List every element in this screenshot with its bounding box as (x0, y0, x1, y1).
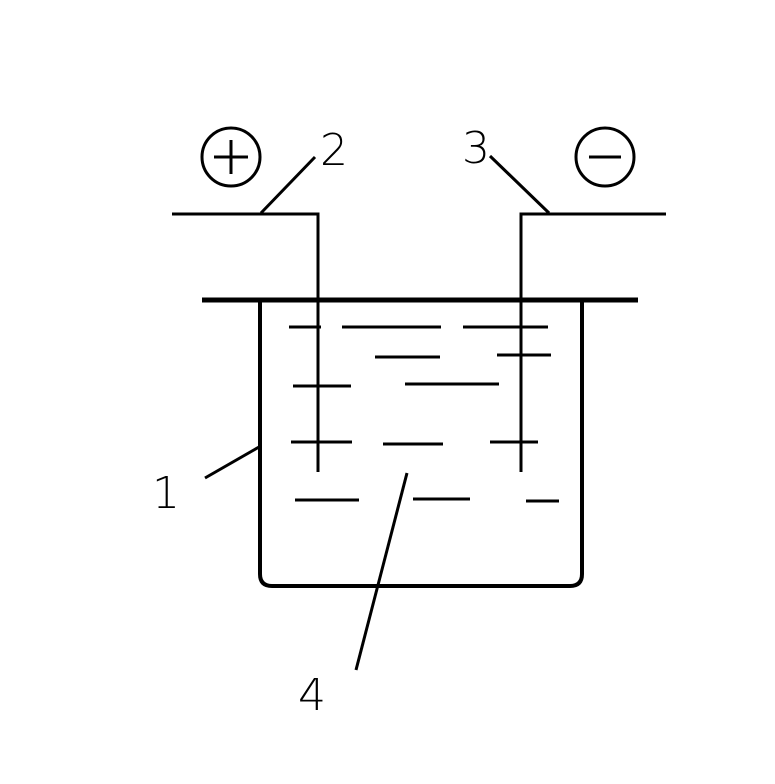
label-1: 1 (152, 468, 180, 519)
anode-wire (172, 212, 320, 472)
label-4: 4 (298, 670, 326, 721)
leader-line-1 (204, 445, 260, 480)
cathode-wire (519, 212, 666, 472)
negative-terminal (574, 126, 636, 188)
container (258, 300, 584, 588)
positive-terminal (200, 126, 262, 188)
label-2: 2 (320, 125, 348, 176)
label-3: 3 (462, 123, 490, 174)
electrolyte (289, 325, 559, 503)
leader-line-3 (488, 154, 551, 215)
leader-line-4 (354, 472, 409, 671)
leader-line-2 (259, 155, 317, 215)
